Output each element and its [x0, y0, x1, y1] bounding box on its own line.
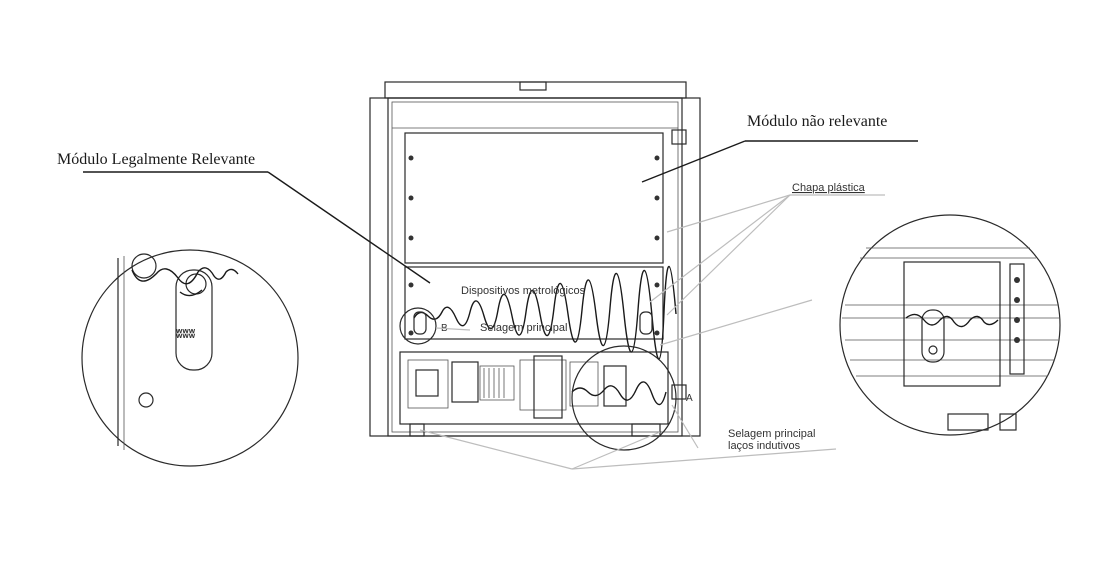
- seal-wire: [413, 265, 677, 360]
- metrological-panel: [404, 266, 664, 340]
- detail-marker-a-circle: [571, 345, 677, 451]
- upper-module-panel: [404, 132, 664, 264]
- cabinet-inner-frame: [391, 101, 679, 433]
- metrological-devices-label: Dispositivos metrológicos: [461, 285, 586, 297]
- legally-relevant-module-label: Módulo Legalmente Relevante: [57, 151, 255, 168]
- seal-wire-zoom: [131, 267, 239, 285]
- detail-zoom-right: [839, 214, 1061, 436]
- seal-plate-zoom: [903, 261, 1001, 387]
- main-seal-label: Selagem principal: [480, 322, 567, 334]
- cabinet-door-frame: [387, 97, 683, 437]
- detail-zoom-left: ʬʬʬ: [81, 249, 299, 467]
- marker-a: A: [686, 393, 693, 404]
- cabinet-top-handle: [519, 81, 547, 91]
- electrical-compartment: [399, 351, 669, 425]
- plastic-plate-label: Chapa plástica: [792, 182, 866, 194]
- detail-marker-b-circle: [399, 307, 437, 345]
- bottom-seal-tab: [603, 365, 627, 407]
- seal-tab-left: [413, 311, 427, 335]
- leader-lines: [83, 140, 918, 470]
- hinge-top: [671, 129, 687, 145]
- seal-mark: ʬʬʬ: [176, 327, 196, 341]
- bottom-main-seal-label-line1: Selagem principal: [728, 428, 815, 440]
- bottom-main-seal-label-line2: laços indutivos: [728, 440, 801, 452]
- seal-tab-zoom: [175, 269, 213, 371]
- hinge-bottom: [671, 384, 687, 400]
- seal-tab-right: [639, 311, 653, 335]
- non-relevant-module-label: Módulo não relevante: [747, 113, 887, 130]
- cabinet: [369, 81, 701, 451]
